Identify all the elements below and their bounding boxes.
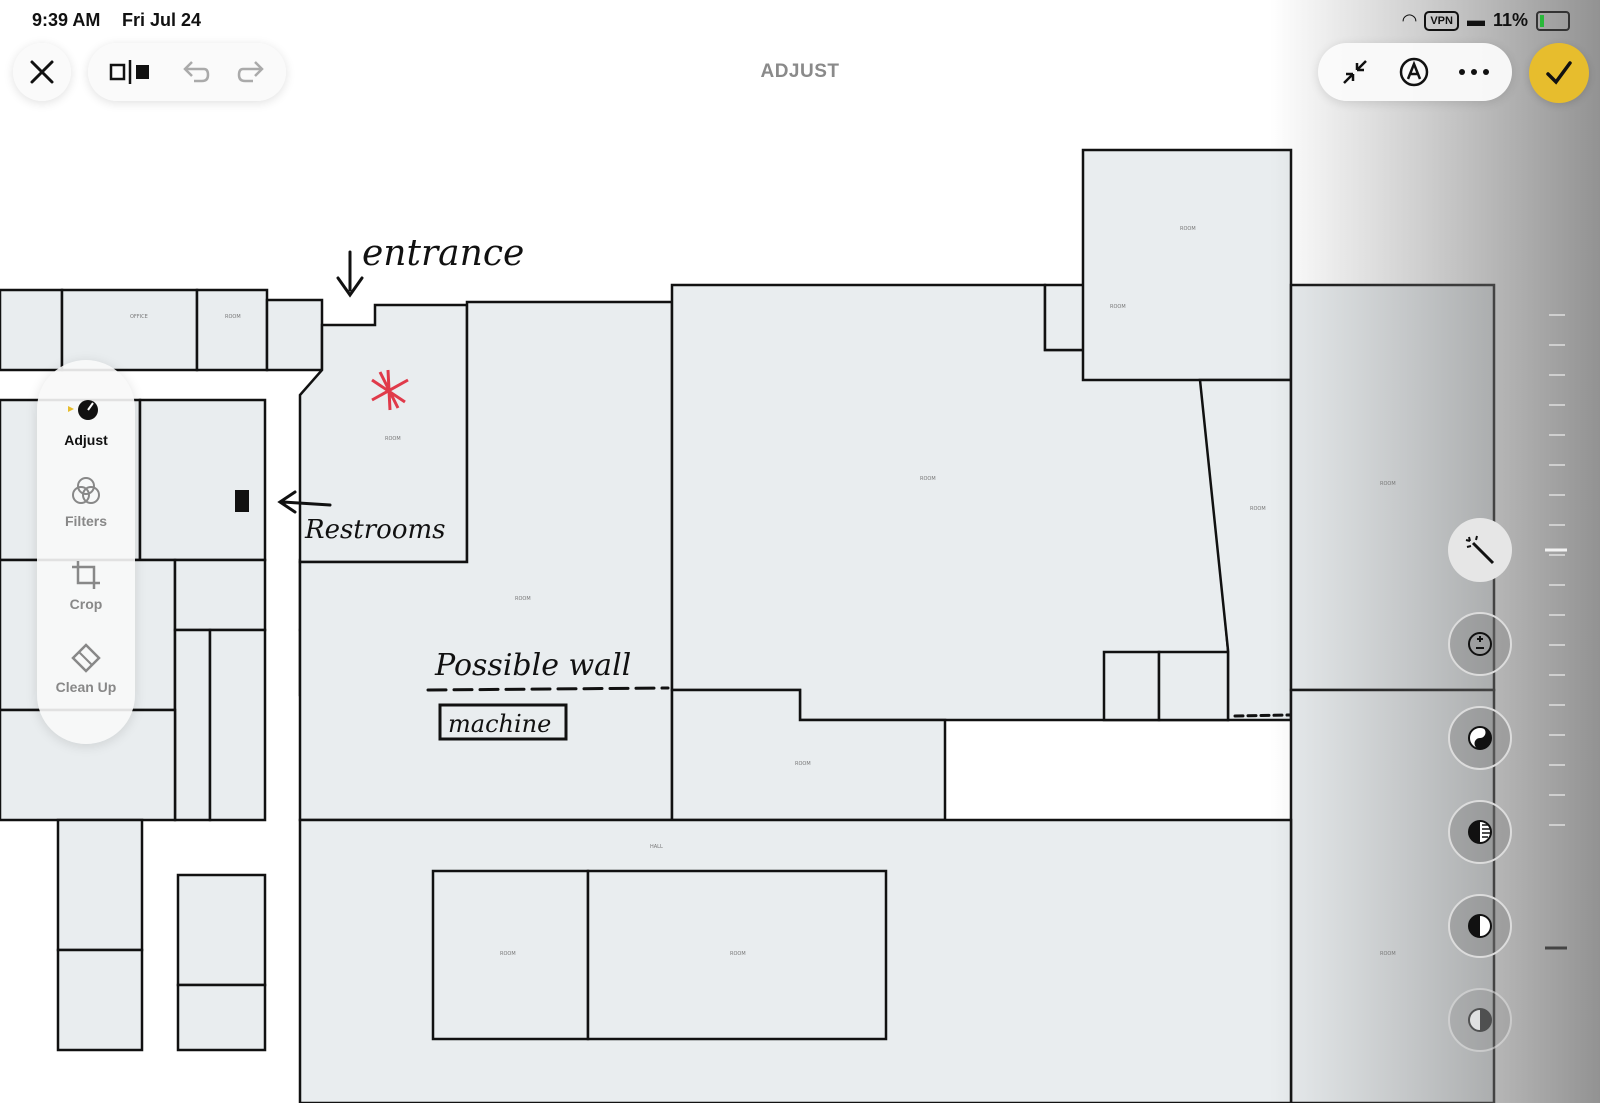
- svg-text:ROOM: ROOM: [225, 314, 241, 320]
- floor-plan-canvas[interactable]: OFFICE ROOM ROOM ROOM ROOM ROOM HALL ROOM RO…: [0, 140, 1600, 1103]
- shrink-icon[interactable]: [1340, 57, 1370, 87]
- bed-icon: ▬: [1466, 10, 1485, 30]
- shadows-button[interactable]: [1448, 894, 1512, 958]
- svg-text:ROOM: ROOM: [795, 761, 811, 767]
- crop-icon: [72, 561, 100, 589]
- tool-crop[interactable]: Crop: [37, 558, 135, 612]
- svg-text:ROOM: ROOM: [920, 476, 936, 482]
- right-controls: [1318, 43, 1512, 101]
- markup-icon[interactable]: [1398, 56, 1430, 88]
- contrast-button[interactable]: [1448, 988, 1512, 1052]
- status-bar: 9:39 AM Fri Jul 24 ◠ VPN ▬ 11%: [0, 10, 1600, 34]
- battery-icon: [1536, 10, 1570, 31]
- battery-percent: 11%: [1492, 10, 1528, 30]
- svg-text:ROOM: ROOM: [515, 596, 531, 602]
- wifi-icon: ◠: [1402, 10, 1417, 30]
- tool-adjust[interactable]: Adjust: [37, 392, 135, 448]
- svg-text:ROOM: ROOM: [385, 436, 401, 442]
- close-icon: [30, 60, 54, 84]
- vpn-badge: VPN: [1424, 10, 1459, 31]
- svg-text:OFFICE: OFFICE: [130, 314, 148, 320]
- filters-icon: [72, 477, 100, 504]
- tool-panel: Adjust Filters Crop Clean Up: [37, 360, 135, 744]
- eraser-icon: [71, 643, 101, 673]
- tool-label: Clean Up: [55, 679, 117, 695]
- brilliance-button[interactable]: [1448, 706, 1512, 770]
- brilliance-icon: [1468, 726, 1492, 750]
- svg-text:ROOM: ROOM: [1250, 506, 1266, 512]
- status-time: 9:39 AM: [32, 10, 101, 30]
- tool-label: Crop: [69, 596, 103, 612]
- tool-filters[interactable]: Filters: [37, 475, 135, 529]
- exposure-icon: [1468, 632, 1492, 656]
- checkmark-icon: [1546, 61, 1572, 85]
- annotation-restrooms: Restrooms: [304, 515, 446, 545]
- contrast-icon: [1468, 1008, 1492, 1032]
- status-date: Fri Jul 24: [122, 10, 202, 30]
- auto-enhance-icon: [1465, 535, 1495, 565]
- shadows-icon: [1468, 914, 1492, 938]
- tool-label: Adjust: [64, 432, 108, 448]
- adjust-dial-icon: [68, 400, 98, 420]
- tool-label: Filters: [64, 513, 107, 529]
- tool-clean-up[interactable]: Clean Up: [37, 641, 135, 695]
- svg-text:ROOM: ROOM: [1380, 951, 1396, 957]
- svg-text:HALL: HALL: [650, 844, 663, 850]
- annotation-machine: machine: [448, 710, 551, 738]
- highlights-button[interactable]: [1448, 800, 1512, 864]
- edit-controls: [88, 43, 286, 101]
- redo-icon[interactable]: [237, 59, 267, 85]
- annotation-possible-wall: Possible wall: [434, 648, 631, 683]
- svg-text:ROOM: ROOM: [1380, 481, 1396, 487]
- svg-text:ROOM: ROOM: [730, 951, 746, 957]
- adjust-slider[interactable]: [1545, 305, 1575, 1035]
- mode-title: ADJUST: [760, 61, 840, 82]
- close-button[interactable]: [13, 43, 71, 101]
- auto-enhance-button[interactable]: [1448, 518, 1512, 582]
- more-icon[interactable]: [1458, 67, 1490, 77]
- undo-icon[interactable]: [180, 59, 210, 85]
- compare-icon[interactable]: [107, 58, 153, 86]
- exposure-button[interactable]: [1448, 612, 1512, 676]
- svg-text:ROOM: ROOM: [500, 951, 516, 957]
- done-button[interactable]: [1529, 43, 1589, 103]
- highlights-icon: [1468, 820, 1492, 844]
- red-scribble: [371, 369, 409, 411]
- annotation-entrance: entrance: [362, 233, 524, 274]
- svg-text:ROOM: ROOM: [1180, 226, 1196, 232]
- svg-text:ROOM: ROOM: [1110, 304, 1126, 310]
